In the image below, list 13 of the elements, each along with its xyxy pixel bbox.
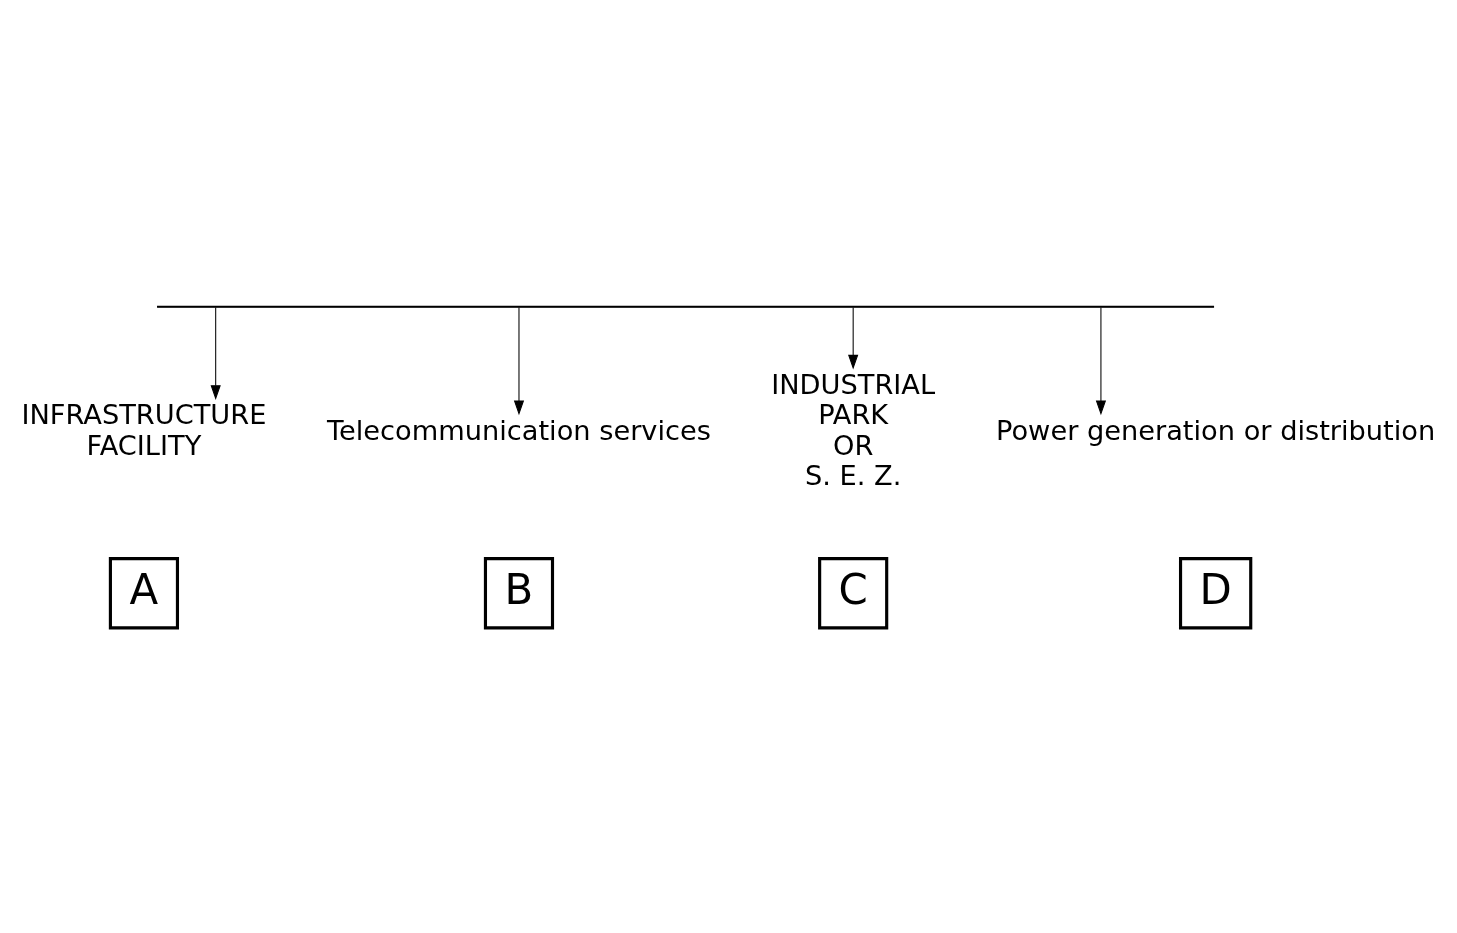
arrow <box>848 306 859 369</box>
node-text: Telecommunication services <box>327 414 711 446</box>
node-box: C <box>818 556 889 629</box>
arrow <box>210 306 221 400</box>
node-bar <box>157 305 1215 308</box>
node-text: INFRASTRUCTURE FACILITY <box>21 398 267 461</box>
node-box: D <box>1179 556 1253 629</box>
arrow <box>513 306 525 415</box>
node-text: INDUSTRIAL PARK OR S. E. Z. <box>771 368 936 491</box>
arrow <box>1095 306 1107 415</box>
node-box: A <box>108 556 179 629</box>
node-text: Power generation or distribution <box>996 414 1436 446</box>
node-box: B <box>483 556 555 629</box>
